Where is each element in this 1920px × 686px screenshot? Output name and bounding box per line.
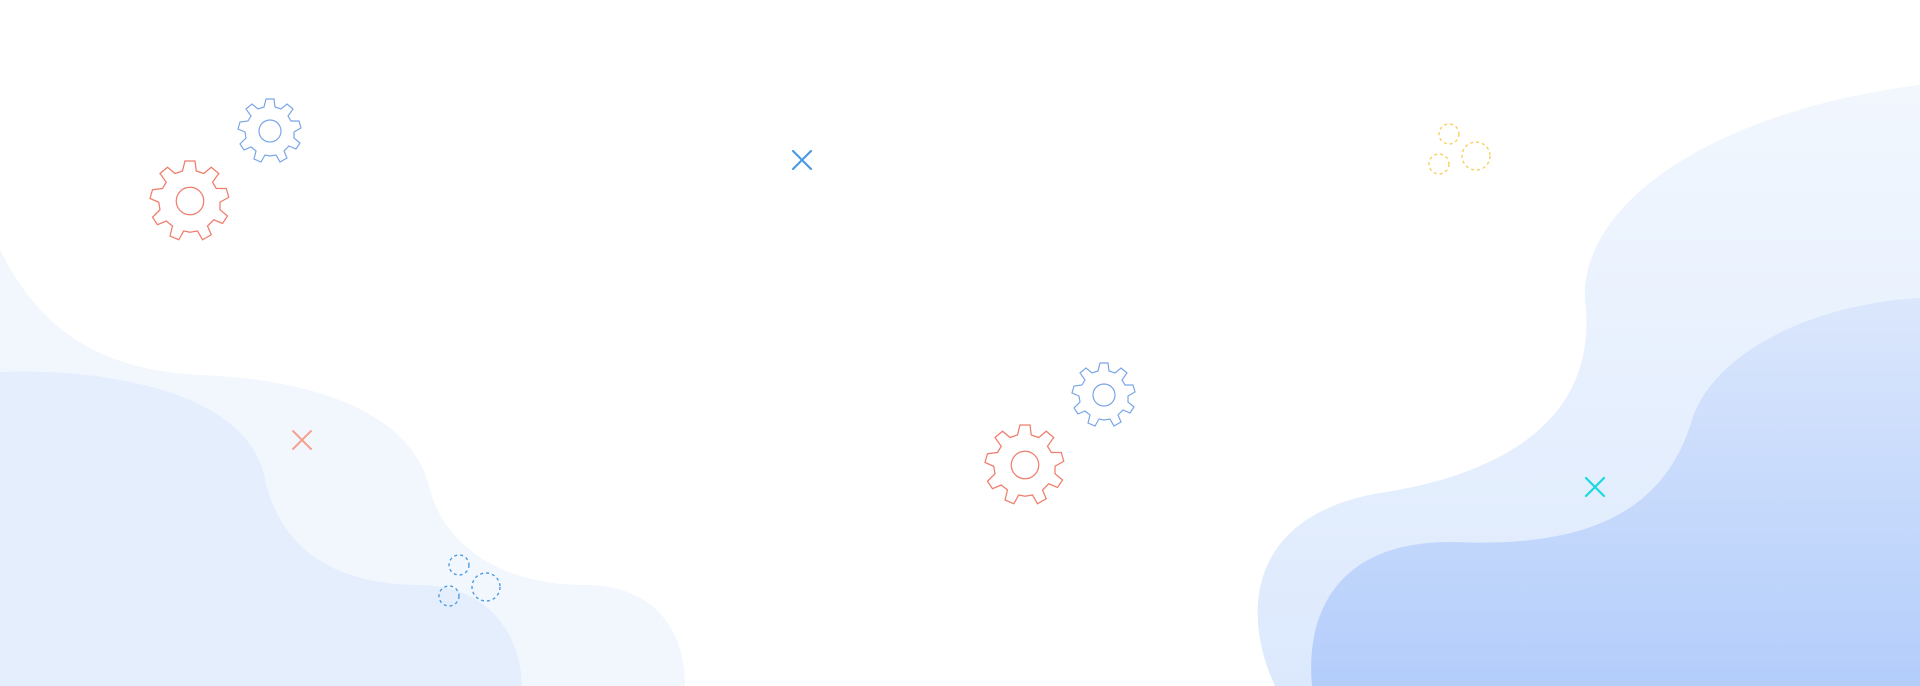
gear-icon — [1071, 362, 1136, 427]
cross-icon — [791, 149, 813, 171]
left-wave-inner — [0, 371, 522, 686]
gear-icon — [149, 160, 230, 241]
gear-icon — [237, 98, 302, 163]
dashed-circles-icon — [1428, 123, 1491, 175]
cross-icon — [1584, 476, 1606, 498]
right-wave-inner — [1311, 298, 1920, 686]
gear-icon — [984, 424, 1065, 505]
dashed-circles-icon — [438, 554, 501, 607]
cross-icon — [292, 430, 312, 450]
